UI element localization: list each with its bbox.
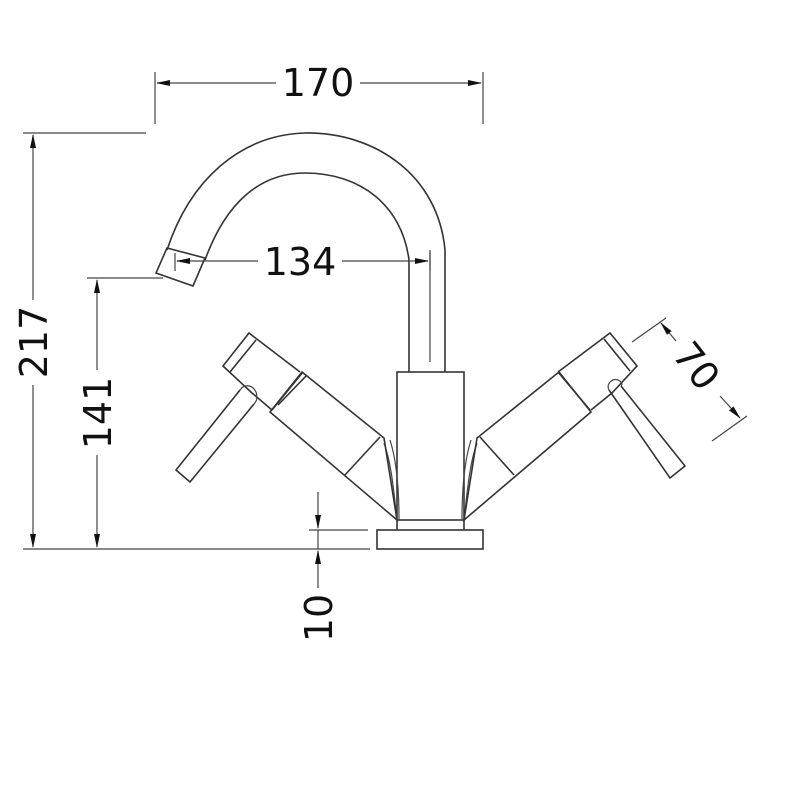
dimension-spout-reach: 134	[174, 240, 431, 284]
label-141: 141	[76, 377, 120, 450]
left-handle	[174, 331, 399, 523]
dimension-overall-height: 217	[12, 132, 370, 550]
dimension-outlet-height: 141	[76, 277, 163, 548]
label-134: 134	[264, 240, 337, 284]
dimension-overall-width: 170	[154, 61, 484, 124]
label-170: 170	[282, 61, 355, 105]
dimension-base-thickness: 10	[297, 492, 368, 642]
right-handle	[462, 331, 687, 523]
label-217: 217	[12, 306, 56, 379]
tap-outline	[154, 132, 484, 550]
label-10: 10	[297, 594, 341, 642]
label-70: 70	[664, 333, 728, 398]
